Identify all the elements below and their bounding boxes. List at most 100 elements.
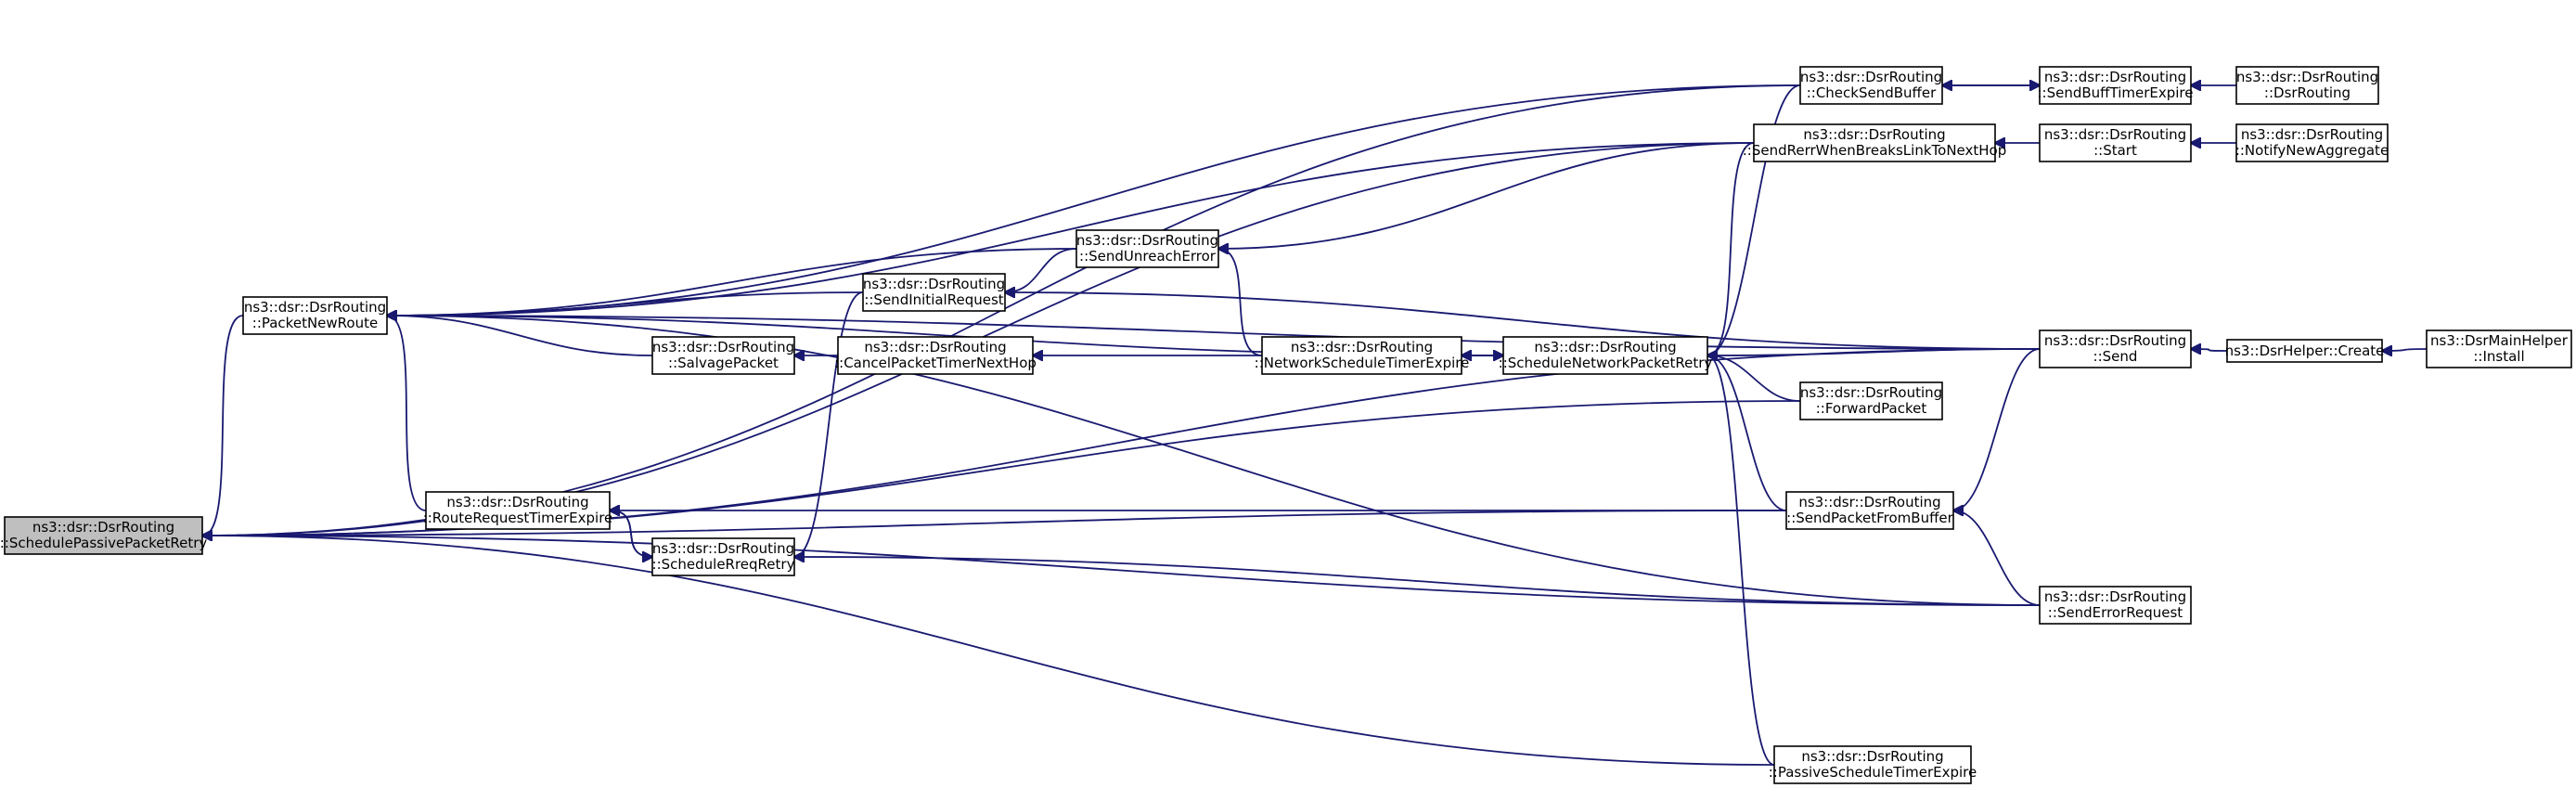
edge-pste-to-root	[202, 536, 1775, 766]
node-box	[2235, 66, 2379, 105]
node-box	[1502, 336, 1708, 375]
node-sbte[interactable]: ns3::dsr::DsrRouting::SendBuffTimerExpir…	[2037, 66, 2194, 105]
node-box	[837, 336, 1034, 375]
node-srr[interactable]: ns3::dsr::DsrRouting::ScheduleRreqRetry	[651, 537, 795, 576]
node-label-line1: ns3::dsr::DsrRouting	[2241, 126, 2383, 143]
node-label-line1: ns3::dsr::DsrRouting	[446, 494, 588, 510]
edges-layer	[202, 84, 2428, 766]
edge-pnr-to-root	[202, 315, 244, 536]
edge-ser-to-pnr	[387, 316, 2041, 606]
node-label-line1: ns3::dsr::DsrRouting	[864, 339, 1006, 355]
node-label-line2: ::SalvagePacket	[668, 355, 779, 371]
node-label-line1: ns3::dsr::DsrRouting	[1801, 748, 1943, 765]
node-cptn[interactable]: ns3::dsr::DsrRouting::CancelPacketTimerN…	[834, 336, 1037, 375]
edge-ser-to-root	[202, 536, 2041, 606]
node-root[interactable]: ns3::dsr::DsrRouting::SchedulePassivePac…	[0, 516, 207, 555]
node-label-line2: ::Start	[2093, 142, 2137, 159]
node-label-line2: ::CancelPacketTimerNextHop	[834, 355, 1037, 371]
node-label-line2: ::PacketNewRoute	[252, 315, 378, 331]
edge-hc-to-send	[2191, 349, 2228, 351]
node-label-line1: ns3::dsr::DsrRouting	[2236, 69, 2378, 85]
node-ctor[interactable]: ns3::dsr::DsrRouting::DsrRouting	[2235, 66, 2379, 105]
node-label-line1: ns3::dsr::DsrRouting	[2044, 126, 2186, 143]
node-label-line1: ns3::dsr::DsrRouting	[2044, 332, 2186, 349]
edge-rrte-to-pnr	[387, 316, 427, 511]
node-box	[1075, 229, 1219, 268]
node-box	[242, 296, 388, 335]
edge-spfb-to-snpr	[1707, 355, 1787, 511]
node-label-line2: ::SendRerrWhenBreaksLinkToNextHop	[1743, 142, 2007, 159]
node-fwd[interactable]: ns3::dsr::DsrRouting::ForwardPacket	[1799, 381, 1943, 420]
node-rrte[interactable]: ns3::dsr::DsrRouting::RouteRequestTimerE…	[423, 491, 613, 530]
node-label-line2: ::ScheduleNetworkPacketRetry	[1499, 355, 1713, 371]
node-box	[425, 491, 611, 530]
node-label-line2: ::SendErrorRequest	[2048, 604, 2183, 621]
node-label-line1: ns3::dsr::DsrRouting	[1798, 494, 1940, 510]
edge-send-to-spfb	[1953, 348, 2041, 510]
node-label-line2: ::SchedulePassivePacketRetry	[0, 535, 207, 551]
node-nste[interactable]: ns3::dsr::DsrRouting::NetworkScheduleTim…	[1255, 336, 1470, 375]
node-box	[2039, 329, 2192, 368]
node-label-line2: ::ForwardPacket	[1816, 400, 1927, 417]
edge-fwd-to-snpr	[1707, 355, 1801, 402]
node-label-line1: ns3::dsr::DsrRouting	[1076, 232, 1218, 249]
node-sue[interactable]: ns3::dsr::DsrRouting::SendUnreachError	[1075, 229, 1219, 268]
edge-send-to-snpr	[1707, 348, 2041, 355]
node-box	[651, 336, 795, 375]
node-label-line1: ns3::dsr::DsrRouting	[652, 540, 794, 557]
node-salv[interactable]: ns3::dsr::DsrRouting::SalvagePacket	[651, 336, 795, 375]
edge-send-to-pnr	[387, 316, 2041, 350]
node-label-line1: ns3::DsrHelper::Create	[2225, 342, 2385, 359]
edge-nste-to-sue	[1218, 249, 1263, 356]
node-send[interactable]: ns3::dsr::DsrRouting::Send	[2039, 329, 2192, 368]
node-spfb[interactable]: ns3::dsr::DsrRouting::SendPacketFromBuff…	[1785, 491, 1954, 530]
node-hc[interactable]: ns3::DsrHelper::Create	[2225, 339, 2385, 363]
node-label-line1: ns3::dsr::DsrRouting	[1800, 384, 1942, 401]
node-label-line2: ::PassiveScheduleTimerExpire	[1769, 764, 1977, 781]
node-label-line2: ::ScheduleRreqRetry	[652, 556, 795, 573]
node-label-line1: ns3::DsrMainHelper	[2430, 332, 2569, 349]
node-label-line1: ns3::dsr::DsrRouting	[32, 519, 174, 536]
node-label-line1: ns3::dsr::DsrRouting	[2044, 69, 2186, 85]
edge-sue-to-sir	[1005, 248, 1077, 292]
edge-csb-to-pnr	[387, 84, 1801, 316]
nodes-layer: ns3::dsr::DsrRouting::SchedulePassivePac…	[0, 66, 2572, 784]
edge-salv-to-pnr	[387, 316, 653, 356]
node-label-line1: ns3::dsr::DsrRouting	[863, 276, 1005, 292]
edge-sue-to-pnr	[387, 248, 1077, 316]
node-start[interactable]: ns3::dsr::DsrRouting::Start	[2039, 123, 2192, 162]
node-sir[interactable]: ns3::dsr::DsrRouting::SendInitialRequest	[862, 273, 1006, 312]
node-snpr[interactable]: ns3::dsr::DsrRouting::ScheduleNetworkPac…	[1499, 336, 1713, 375]
node-label-line2: ::RouteRequestTimerExpire	[423, 510, 613, 526]
node-box	[862, 273, 1006, 312]
node-pnr[interactable]: ns3::dsr::DsrRouting::PacketNewRoute	[242, 296, 388, 335]
edge-srwb-to-snpr	[1707, 142, 1755, 355]
edge-sir-to-srr	[794, 291, 864, 557]
edge-srwb-to-pnr	[387, 142, 1755, 316]
edge-ser-to-srr	[794, 557, 2041, 606]
node-box	[2039, 66, 2192, 105]
node-label-line1: ns3::dsr::DsrRouting	[1291, 339, 1433, 355]
node-csb[interactable]: ns3::dsr::DsrRouting::CheckSendBuffer	[1799, 66, 1943, 105]
edge-pste-to-snpr	[1707, 355, 1775, 766]
node-ser[interactable]: ns3::dsr::DsrRouting::SendErrorRequest	[2039, 586, 2192, 625]
node-label-line1: ns3::dsr::DsrRouting	[1534, 339, 1676, 355]
node-box	[651, 537, 795, 576]
node-label-line2: ::Send	[2093, 348, 2138, 365]
node-box	[4, 516, 203, 555]
node-box	[1785, 491, 1954, 530]
edge-rrte-to-srr	[609, 510, 652, 557]
node-box	[1799, 381, 1943, 420]
node-label-line2: ::SendInitialRequest	[864, 291, 1003, 308]
node-nna[interactable]: ns3::dsr::DsrRouting::NotifyNewAggregate	[2235, 123, 2389, 162]
node-pste[interactable]: ns3::dsr::DsrRouting::PassiveScheduleTim…	[1769, 745, 1977, 784]
node-box	[1753, 123, 1996, 162]
edge-send-to-sir	[1005, 292, 2041, 350]
node-label-line1: ns3::dsr::DsrRouting	[652, 339, 794, 355]
node-srwb[interactable]: ns3::dsr::DsrRouting::SendRerrWhenBreaks…	[1743, 123, 2007, 162]
node-label-line2: ::NetworkScheduleTimerExpire	[1255, 355, 1470, 371]
node-label-line2: ::SendUnreachError	[1079, 248, 1217, 265]
node-mhi[interactable]: ns3::DsrMainHelper::Install	[2426, 329, 2572, 368]
edge-sir-to-pnr	[387, 291, 864, 316]
